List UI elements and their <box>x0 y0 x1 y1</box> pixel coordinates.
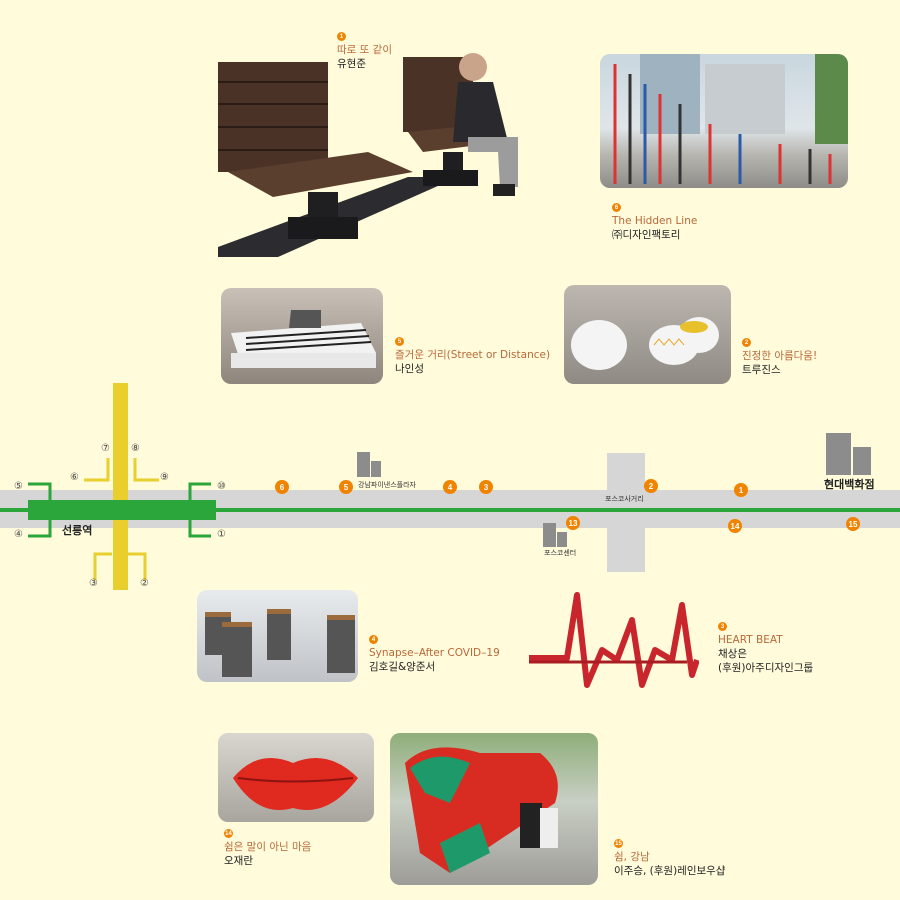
landmark-hyundai: 현대백화점 <box>824 478 875 491</box>
marker-4[interactable]: 4 <box>443 480 457 494</box>
marker-2[interactable]: 2 <box>644 479 658 493</box>
artwork-2-image <box>564 285 731 384</box>
artwork-15-artist: 이주승, (후원)레인보우샵 <box>614 865 726 877</box>
exit-7: ⑦ <box>101 443 110 454</box>
building-icon <box>357 452 381 477</box>
station-name: 선릉역 <box>62 524 93 537</box>
artwork-6-badge: 6 <box>612 203 621 212</box>
exit-5: ⑤ <box>14 481 23 492</box>
landmark-posco-center: 포스코센터 <box>544 549 577 557</box>
artwork-4-title: Synapse–After COVID–19 <box>369 647 500 659</box>
marker-3[interactable]: 3 <box>479 480 493 494</box>
artwork-3-image <box>529 592 699 688</box>
artwork-5-image <box>221 288 383 384</box>
exit-2: ② <box>140 578 149 589</box>
exit-1: ① <box>217 529 226 540</box>
exit-8: ⑧ <box>131 443 140 454</box>
landmark-posco-crossroad: 포스코사거리 <box>605 495 644 503</box>
landmark-gangnam-finance: 강남파이낸스플라자 <box>358 481 416 489</box>
station-platform <box>28 500 216 520</box>
artwork-4-caption: 4 Synapse–After COVID–19 김호길&양준서 <box>369 635 500 674</box>
artwork-6-artist: ㈜디자인팩토리 <box>612 229 681 241</box>
artwork-1-title: 따로 또 같이 <box>337 44 392 56</box>
artwork-5-caption: 5 즐거운 거리(Street or Distance) 나인성 <box>395 337 550 376</box>
artwork-1-image <box>218 53 518 257</box>
bundang-line <box>113 383 128 590</box>
building-icon <box>543 523 567 547</box>
artwork-14-artist: 오재란 <box>224 855 253 867</box>
artwork-3-badge: 3 <box>718 622 727 631</box>
artwork-15-title: 쉼, 강남 <box>614 851 650 863</box>
artwork-4-artist: 김호길&양준서 <box>369 661 436 673</box>
artwork-3-sponsor: (후원)아주디자인그룹 <box>718 662 814 674</box>
artwork-1-caption: 1 따로 또 같이 유현준 <box>337 32 392 71</box>
exit-brackets <box>28 458 211 580</box>
marker-6[interactable]: 6 <box>275 480 289 494</box>
artwork-3-artist: 채상은 <box>718 648 747 660</box>
artwork-3-title: HEART BEAT <box>718 634 783 646</box>
artwork-1-badge: 1 <box>337 32 346 41</box>
artwork-15-caption: 15 쉼, 강남 이주승, (후원)레인보우샵 <box>614 839 725 878</box>
artwork-6-image <box>600 54 848 188</box>
artwork-2-badge: 2 <box>742 338 751 347</box>
artwork-5-artist: 나인성 <box>395 363 424 375</box>
artwork-5-badge: 5 <box>395 337 404 346</box>
marker-1[interactable]: 1 <box>734 483 748 497</box>
line2-track <box>0 508 900 512</box>
artwork-2-title: 진정한 아름다움! <box>742 350 818 362</box>
artwork-6-caption: 6 The Hidden Line ㈜디자인팩토리 <box>612 203 697 242</box>
artwork-3-caption: 3 HEART BEAT 채상은 (후원)아주디자인그룹 <box>718 622 813 675</box>
artwork-1-artist: 유현준 <box>337 58 366 70</box>
artwork-14-caption: 14 쉼은 말이 아닌 마음 오재란 <box>224 829 311 868</box>
exit-9: ⑨ <box>160 472 169 483</box>
artwork-4-image <box>197 590 358 682</box>
marker-14[interactable]: 14 <box>728 519 742 533</box>
artwork-6-title: The Hidden Line <box>612 215 698 227</box>
marker-5[interactable]: 5 <box>339 480 353 494</box>
artwork-15-badge: 15 <box>614 839 623 848</box>
artwork-14-title: 쉼은 말이 아닌 마음 <box>224 841 312 853</box>
artwork-5-title: 즐거운 거리(Street or Distance) <box>395 349 551 361</box>
exit-4: ④ <box>14 529 23 540</box>
artwork-15-image <box>390 733 598 885</box>
artwork-14-image <box>218 733 374 822</box>
marker-13[interactable]: 13 <box>566 516 580 530</box>
exit-10: ⑩ <box>217 481 226 492</box>
exit-6: ⑥ <box>70 472 79 483</box>
building-icon <box>826 433 871 475</box>
artwork-4-badge: 4 <box>369 635 378 644</box>
artwork-14-badge: 14 <box>224 829 233 838</box>
cross-road <box>607 453 645 572</box>
marker-15[interactable]: 15 <box>846 517 860 531</box>
artwork-2-caption: 2 진정한 아름다움! 트루진스 <box>742 338 817 377</box>
artwork-2-artist: 트루진스 <box>742 364 781 376</box>
exit-3: ③ <box>89 578 98 589</box>
